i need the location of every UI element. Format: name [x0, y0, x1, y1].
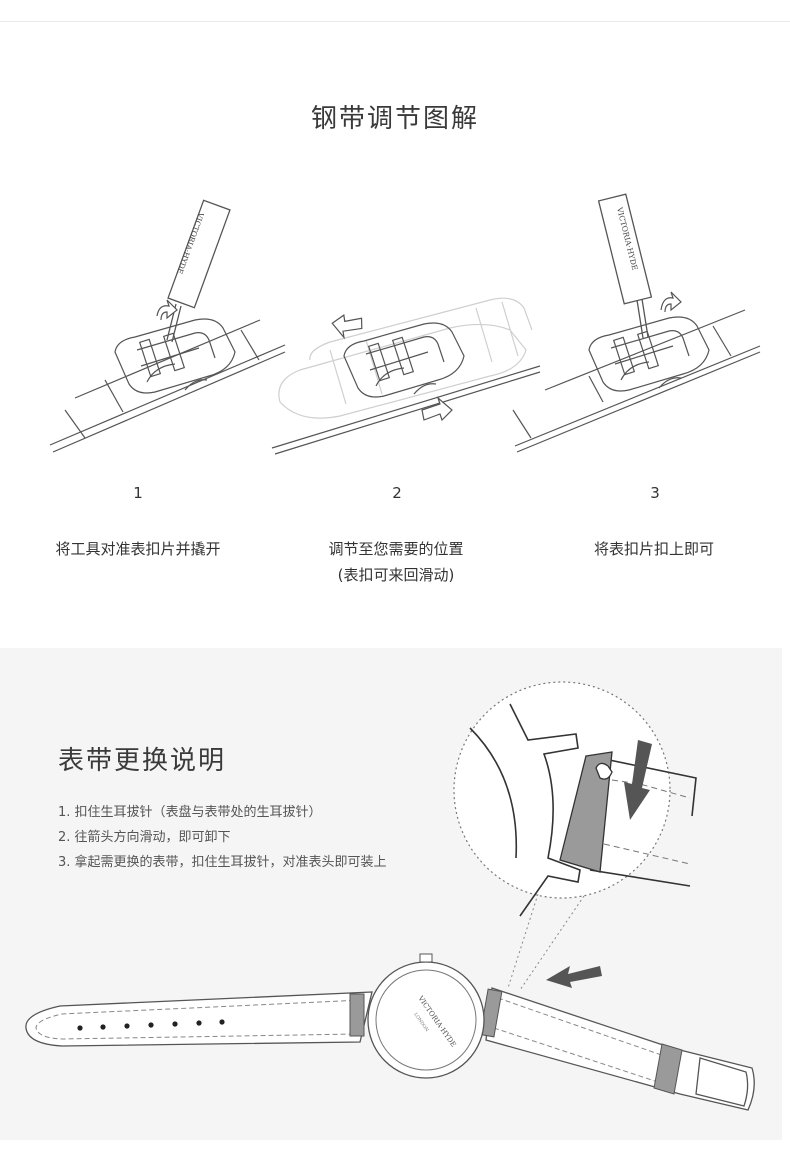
strap-left [25, 991, 373, 1047]
zoom-lug-detail [469, 703, 697, 917]
step2-number: 2 [392, 484, 402, 502]
step1-text: 将工具对准表扣片并撬开 [8, 536, 268, 562]
slide-right-arrow-icon [421, 396, 453, 422]
step1-illustration: VICTORIA·HYDE [49, 199, 286, 453]
step1-number: 1 [133, 484, 143, 502]
rotate-arrow-icon [156, 299, 178, 321]
watch-crown [419, 953, 433, 963]
strap-instructions: 1. 扣住生耳拔针（表盘与表带处的生耳拔针） 2. 往箭头方向滑动，即可卸下 3… [58, 800, 387, 875]
strap-right [485, 987, 755, 1111]
step2-text-line1: 调节至您需要的位置 [328, 540, 464, 558]
rotate-arrow-icon [660, 291, 682, 313]
bracelet-adjust-title: 钢带调节图解 [310, 104, 479, 134]
zoom-circle [453, 681, 671, 899]
step1-text-line1: 将工具对准表扣片并撬开 [55, 540, 221, 558]
spring-bar-tab [559, 751, 613, 873]
pry-tool: VICTORIA·HYDE [166, 199, 231, 343]
strap-diagram: VICTORIA·HYDE LONDON [25, 681, 755, 1111]
down-arrow-icon [624, 740, 652, 820]
step3-illustration: VICTORIA·HYDE [512, 193, 761, 453]
slide-left-arrow-icon [331, 314, 363, 340]
buckle [695, 1057, 749, 1107]
step3-number: 3 [650, 484, 660, 502]
step2-text-line2: (表扣可来回滑动) [337, 566, 455, 584]
step2-text: 调节至您需要的位置 (表扣可来回滑动) [266, 536, 526, 588]
step3-text-line1: 将表扣片扣上即可 [593, 540, 714, 558]
step2-illustration [271, 297, 541, 455]
instruction-item: 3. 拿起需更换的表带，扣住生耳拔针，对准表头即可装上 [58, 855, 387, 870]
step3-text: 将表扣片扣上即可 [524, 536, 784, 562]
instruction-item: 1. 扣住生耳拔针（表盘与表带处的生耳拔针） [58, 805, 322, 820]
top-divider [0, 21, 790, 22]
strap-holes [77, 1019, 225, 1031]
pry-tool: VICTORIA·HYDE [597, 193, 653, 339]
instruction-item: 2. 往箭头方向滑动，即可卸下 [58, 830, 231, 845]
strap-replace-title: 表带更换说明 [58, 746, 227, 776]
slide-left-arrow-icon [546, 966, 602, 988]
spring-bar-hole-icon [595, 762, 613, 780]
